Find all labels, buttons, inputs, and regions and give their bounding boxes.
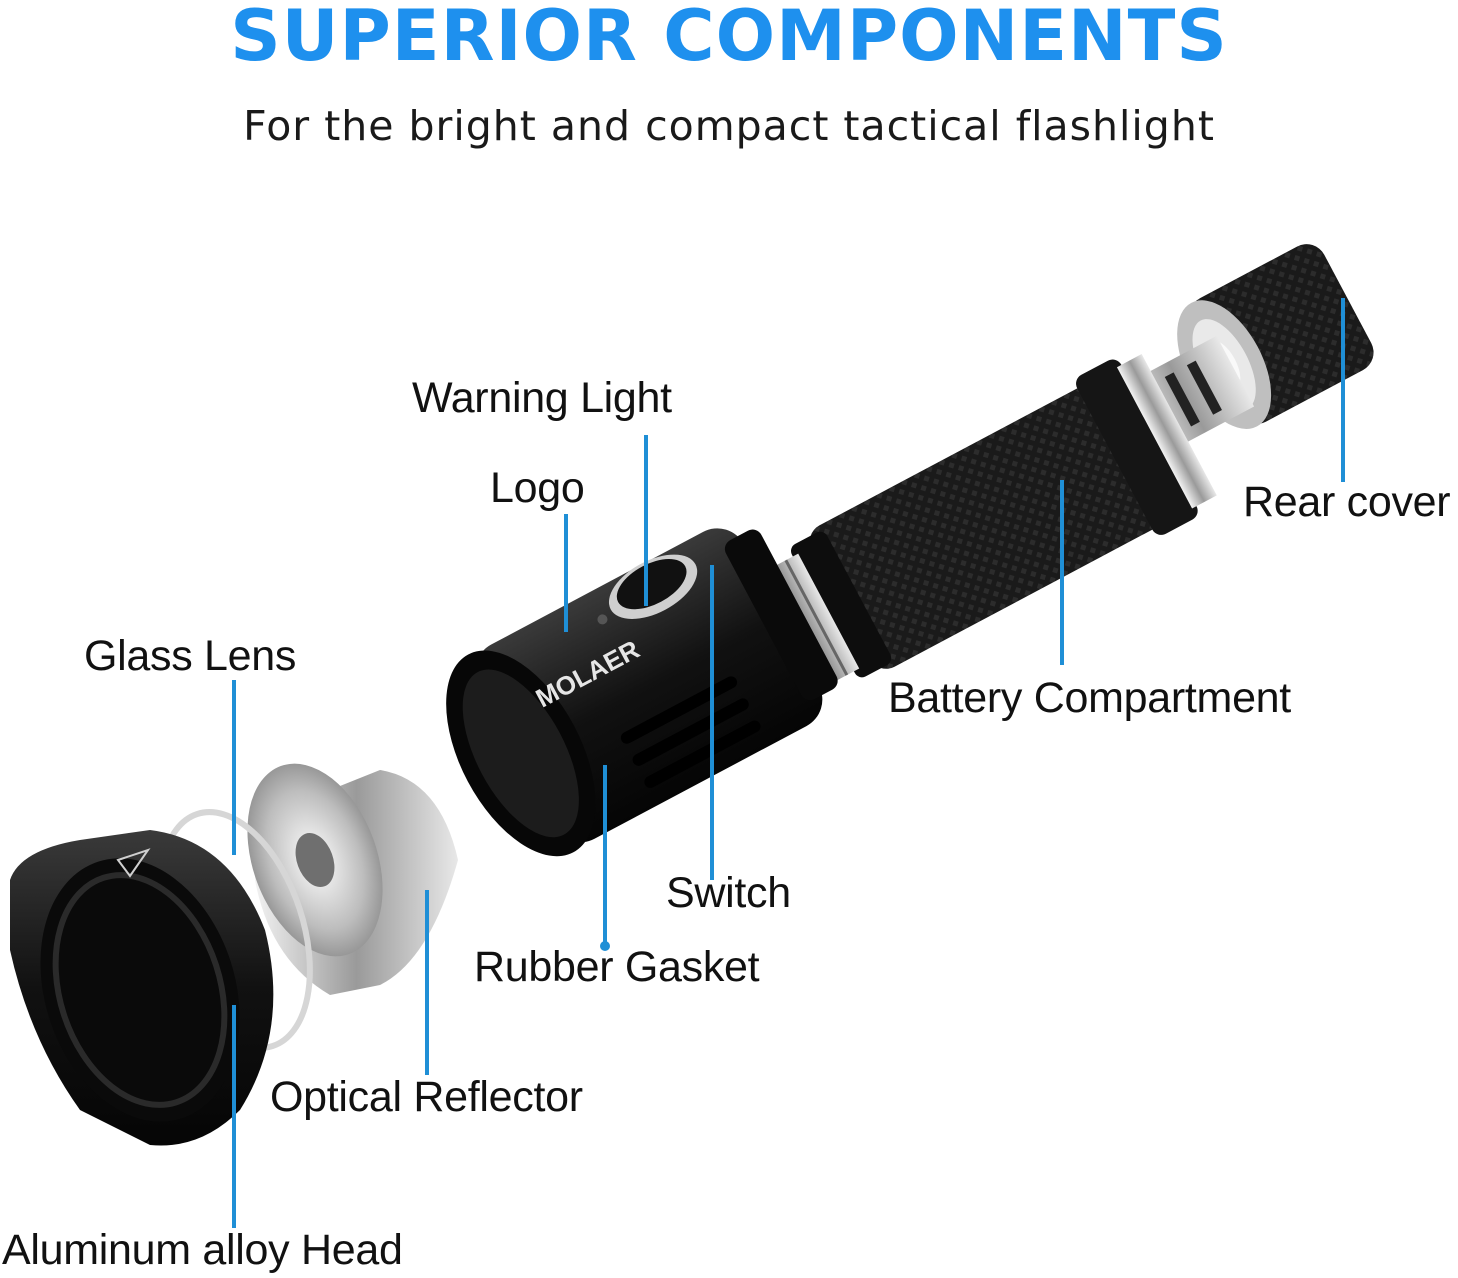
label-logo: Logo xyxy=(490,464,585,512)
page-subtitle: For the bright and compact tactical flas… xyxy=(243,102,1215,150)
label-rubber-gasket: Rubber Gasket xyxy=(474,943,760,991)
label-rear-cover: Rear cover xyxy=(1243,478,1451,526)
flashlight-body-part: MOLAER xyxy=(446,528,838,857)
aluminum-head-part xyxy=(10,830,274,1146)
leader-lines xyxy=(232,298,1345,1228)
label-optical-reflector: Optical Reflector xyxy=(270,1073,583,1121)
label-switch: Switch xyxy=(666,869,791,917)
label-aluminum-alloy-head: Aluminum alloy Head xyxy=(2,1226,403,1274)
page-title: SUPERIOR COMPONENTS xyxy=(230,0,1228,77)
gasket-dot xyxy=(600,941,610,951)
battery-compartment-part xyxy=(757,354,1217,691)
label-glass-lens: Glass Lens xyxy=(84,632,297,680)
label-battery-compartment: Battery Compartment xyxy=(888,674,1291,722)
label-warning-light: Warning Light xyxy=(412,374,672,422)
